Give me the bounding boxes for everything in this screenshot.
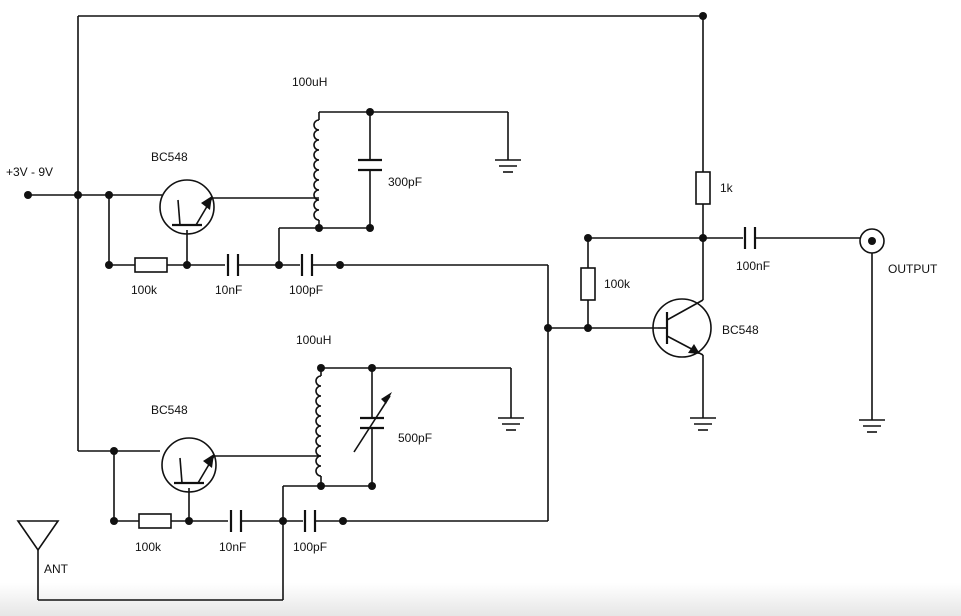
oscillator-coupling-capacitor <box>226 254 240 276</box>
tuner-bias-resistor <box>138 513 172 529</box>
oscillator-coupling-cap-label: 10nF <box>215 283 242 297</box>
tuner-inductor <box>315 368 322 486</box>
tuner-inductor-label: 100uH <box>296 333 331 347</box>
oscillator-transistor <box>159 179 215 235</box>
oscillator-capacitor-label: 300pF <box>388 175 422 189</box>
tuner-ground-icon <box>498 368 524 431</box>
mixer-bias-resistor-label: 100k <box>604 277 631 291</box>
mixer-collector-resistor-label: 1k <box>720 181 734 195</box>
tuner-feedback-capacitor <box>303 510 317 532</box>
output-label: OUTPUT <box>888 262 938 276</box>
mixer-bias-resistor <box>580 267 596 301</box>
supply-label: +3V - 9V <box>6 165 53 179</box>
antenna-icon <box>16 520 284 601</box>
tuner-coupling-capacitor <box>229 510 243 532</box>
mixer-stage <box>580 16 860 431</box>
antenna-label: ANT <box>44 562 69 576</box>
oscillator-inductor <box>313 112 320 228</box>
oscillator-feedback-cap-label: 100pF <box>289 283 323 297</box>
tuner-transistor <box>161 437 217 493</box>
mixer-transistor <box>652 298 712 358</box>
tuner-variable-capacitor <box>353 368 392 486</box>
tuner-variable-capacitor-label: 500pF <box>398 431 432 445</box>
supply-terminal <box>24 191 32 199</box>
oscillator-stage <box>78 108 521 276</box>
tuner-feedback-cap-label: 100pF <box>293 540 327 554</box>
mixer-ground-icon <box>690 417 716 431</box>
tuner-coupling-cap-label: 10nF <box>219 540 246 554</box>
output-jack-icon <box>859 228 885 433</box>
oscillator-tank-capacitor <box>358 112 382 228</box>
oscillator-transistor-label: BC548 <box>151 150 188 164</box>
interstage-wiring <box>340 264 658 522</box>
tuner-stage <box>78 364 524 532</box>
oscillator-inductor-label: 100uH <box>292 75 327 89</box>
oscillator-bias-resistor <box>134 257 168 273</box>
oscillator-feedback-capacitor <box>300 254 314 276</box>
mixer-collector-resistor <box>695 171 711 205</box>
tuner-transistor-label: BC548 <box>151 403 188 417</box>
tuner-resistor-label: 100k <box>135 540 162 554</box>
oscillator-resistor-label: 100k <box>131 283 158 297</box>
oscillator-ground-icon <box>495 112 521 173</box>
mixer-output-cap-label: 100nF <box>736 259 770 273</box>
mixer-transistor-label: BC548 <box>722 323 759 337</box>
mixer-output-capacitor <box>743 227 757 249</box>
supply-wiring <box>24 12 707 451</box>
